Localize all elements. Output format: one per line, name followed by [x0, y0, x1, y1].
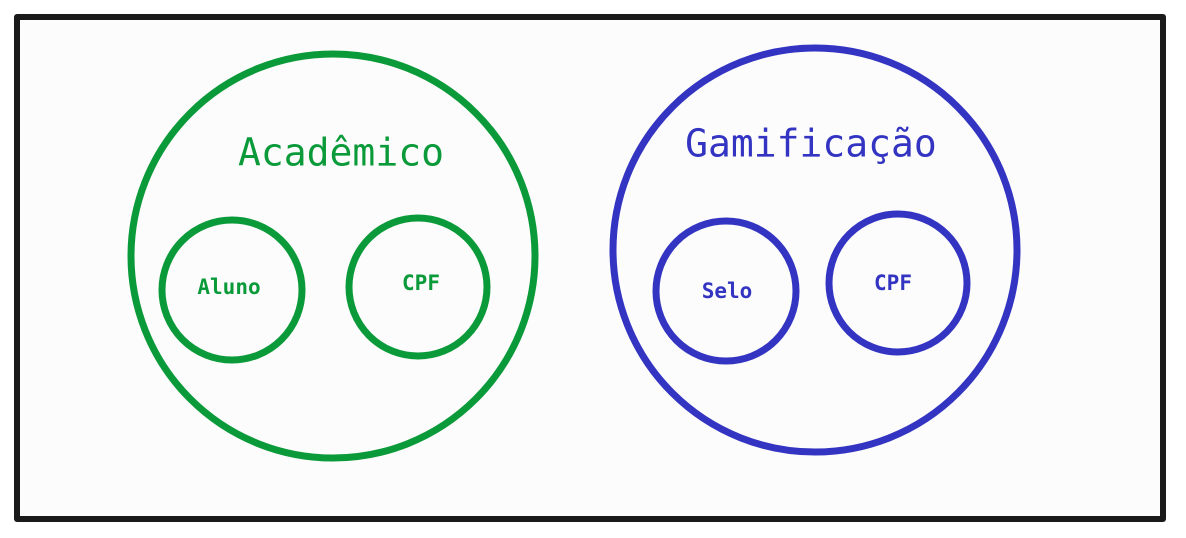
- element-cpf-academico-label: CPF: [402, 271, 440, 295]
- element-selo-circle: [652, 217, 800, 365]
- set-academico-label: Acadêmico: [238, 131, 444, 175]
- element-cpf-gamificacao-label: CPF: [874, 271, 912, 295]
- element-selo-label: Selo: [702, 279, 753, 303]
- set-gamificacao-circle: [609, 44, 1021, 456]
- element-cpf-academico-circle: [345, 214, 491, 360]
- set-academico-circle: [127, 50, 539, 462]
- set-gamificacao: Gamificação Selo CPF: [609, 44, 1021, 456]
- set-academico: Acadêmico Aluno CPF: [127, 50, 539, 462]
- set-gamificacao-label: Gamificação: [685, 122, 937, 166]
- element-aluno-circle: [158, 216, 306, 364]
- element-aluno-label: Aluno: [197, 275, 260, 299]
- element-cpf-gamificacao-circle: [825, 210, 971, 356]
